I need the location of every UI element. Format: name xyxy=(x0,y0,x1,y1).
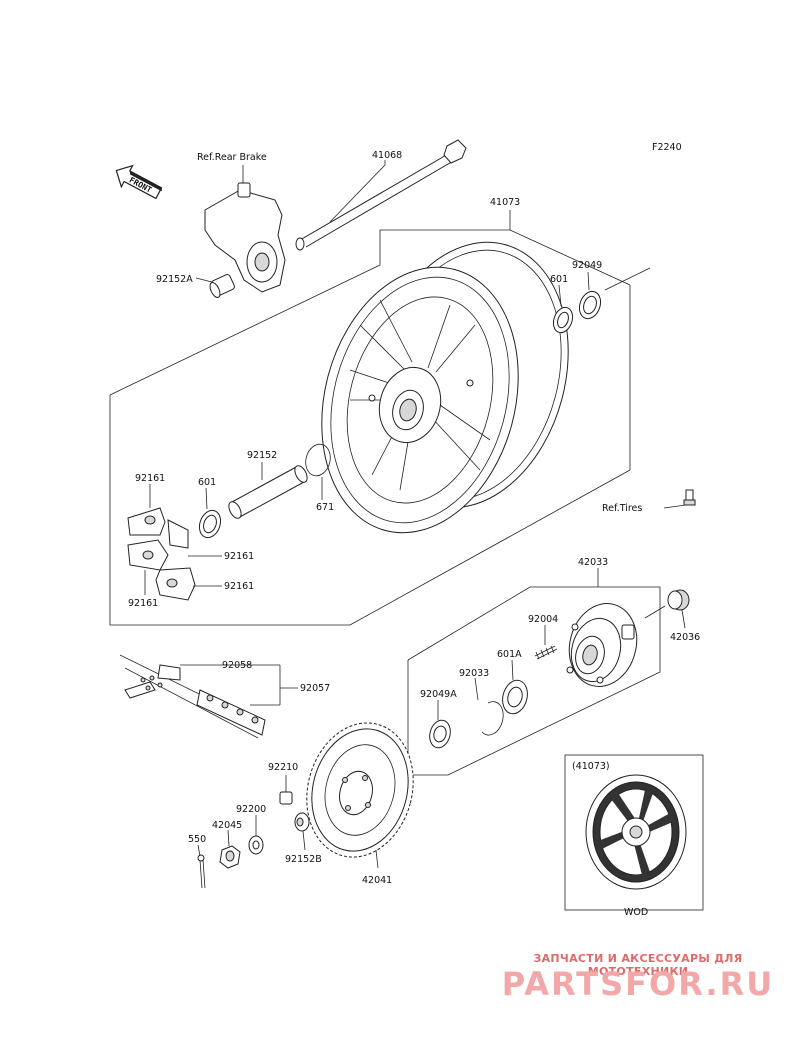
diagram-code: F2240 xyxy=(652,142,682,153)
part-label-601-top: 601 xyxy=(550,274,568,285)
label-ref-rear-brake: Ref.Rear Brake xyxy=(197,152,267,163)
part-label-42045: 42045 xyxy=(212,820,242,831)
part-label-92057: 92057 xyxy=(300,683,330,694)
rear-brake-bracket xyxy=(204,165,286,293)
part-label-42033: 42033 xyxy=(578,557,608,568)
rear-wheel-41073 xyxy=(321,210,569,534)
part-label-92058: 92058 xyxy=(222,660,252,671)
seal-92049A xyxy=(429,700,451,749)
axle-41068 xyxy=(295,139,467,251)
wod-variant-inset xyxy=(564,754,704,911)
drive-chain-92057 xyxy=(119,654,298,739)
part-label-92049-top: 92049 xyxy=(572,260,602,271)
cotter-pin-550 xyxy=(197,844,206,889)
label-ref-tires: Ref.Tires xyxy=(602,503,642,514)
rear-sprocket-42041 xyxy=(306,722,414,869)
part-label-41068: 41068 xyxy=(372,150,402,161)
part-label-92161-a: 92161 xyxy=(135,473,165,484)
part-label-92210: 92210 xyxy=(268,762,298,773)
nut-42045 xyxy=(219,829,241,869)
part-label-92152A: 92152A xyxy=(156,274,193,285)
collar-92152A xyxy=(195,274,235,298)
tire-valve xyxy=(663,489,696,509)
part-label-42041: 42041 xyxy=(362,875,392,886)
collar-92152 xyxy=(228,462,308,519)
collar-42036 xyxy=(667,589,690,629)
o-ring-671 xyxy=(305,443,331,500)
bearing-601-top xyxy=(552,284,574,334)
part-label-92161-b: 92161 xyxy=(224,551,254,562)
bearing-601A xyxy=(502,659,528,715)
bearing-601-mid xyxy=(198,487,222,539)
part-label-671: 671 xyxy=(316,502,334,513)
stud-92004 xyxy=(534,625,558,660)
wheel-assembly-outline xyxy=(109,229,631,626)
wod-part-label: (41073) xyxy=(572,761,610,772)
collar-92152B xyxy=(294,812,310,851)
part-label-601A: 601A xyxy=(497,649,522,660)
spacer-92210 xyxy=(279,775,293,805)
part-label-92152: 92152 xyxy=(247,450,277,461)
seal-92049-top xyxy=(578,267,651,320)
part-label-41073: 41073 xyxy=(490,197,520,208)
part-label-92161-d: 92161 xyxy=(128,598,158,609)
part-label-92200: 92200 xyxy=(236,804,266,815)
washer-92200 xyxy=(248,815,264,855)
part-label-92161-c: 92161 xyxy=(224,581,254,592)
damper-rubbers-92161 xyxy=(127,484,222,601)
part-label-601-mid: 601 xyxy=(198,477,216,488)
part-label-92033: 92033 xyxy=(459,668,489,679)
part-label-92004: 92004 xyxy=(528,614,558,625)
part-label-42036: 42036 xyxy=(670,632,700,643)
watermark-brand-logo: PARTSFOR.RU xyxy=(501,965,775,1003)
front-arrow-icon: FRONT xyxy=(115,164,163,200)
wod-caption: WOD xyxy=(624,907,648,918)
part-label-92049A: 92049A xyxy=(420,689,457,700)
circlip-92033 xyxy=(474,677,504,736)
part-label-92152B: 92152B xyxy=(285,854,322,865)
part-label-550: 550 xyxy=(188,834,206,845)
sprocket-coupling xyxy=(566,603,666,687)
watermark-caption: ЗАПЧАСТИ И АКСЕССУАРЫ ДЛЯ МОТОТЕХНИКИ xyxy=(533,952,743,978)
